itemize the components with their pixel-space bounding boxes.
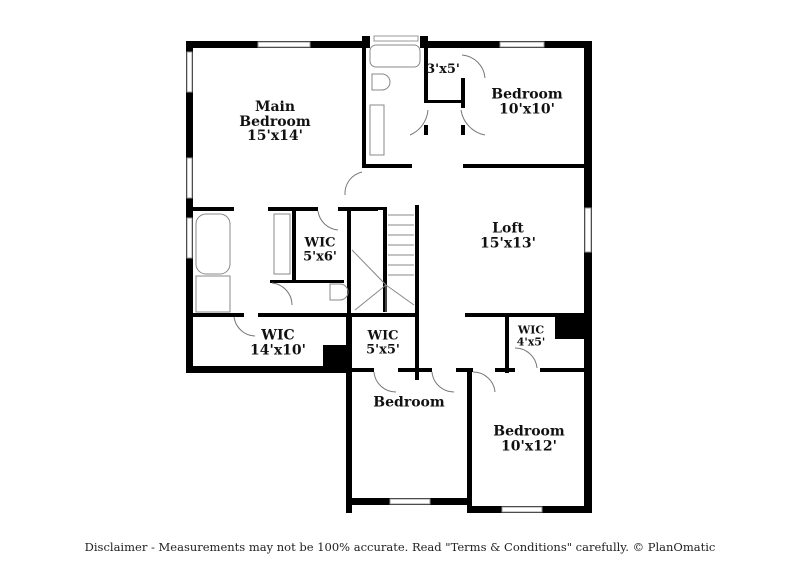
bathtub (369, 44, 421, 68)
room-dims: 15'x13' (480, 235, 536, 251)
room-label-bedroom-3: Bedroom 10'x12' (493, 424, 564, 453)
room-dims: 5'x6' (303, 249, 337, 264)
room-name: Main (254, 98, 296, 115)
room-label-bedroom-2: Bedroom (373, 394, 445, 411)
room-label-main-bedroom: Main Bedroom 15'x14' (239, 100, 310, 144)
room-label-bedroom-1: Bedroom 10'x10' (491, 87, 562, 116)
toilet (371, 73, 391, 91)
room-name: Loft (492, 220, 524, 237)
room-label-wic-5x6: WIC 5'x6' (303, 236, 337, 263)
room-name: Bedroom (493, 423, 565, 440)
room-name: WIC (517, 323, 545, 337)
room-label-closet-3x5: 3'x5' (426, 63, 460, 77)
windows (186, 35, 592, 513)
room-label-wic-14x10: WIC 14'x10' (250, 328, 306, 357)
room-dims: 10'x12' (501, 438, 557, 454)
shower (195, 275, 231, 313)
room-name: Bedroom (239, 113, 311, 130)
vanity (369, 104, 385, 156)
room-dims: 15'x14' (247, 128, 303, 145)
room-label-loft: Loft 15'x13' (480, 221, 536, 250)
room-dims: 3'x5' (426, 62, 460, 78)
fixtures (195, 44, 421, 313)
room-name: Bedroom (491, 86, 563, 103)
room-label-wic-4x5: WIC 4'x5' (517, 324, 546, 347)
room-dims: 14'x10' (250, 342, 306, 358)
room-dims: 5'x5' (366, 342, 400, 357)
tub (195, 213, 231, 275)
doors (233, 54, 538, 393)
room-name: WIC (367, 328, 399, 344)
room-label-wic-5x5: WIC 5'x5' (366, 329, 400, 356)
room-name: WIC (304, 235, 336, 251)
disclaimer: Disclaimer - Measurements may not be 100… (84, 540, 716, 554)
stairs (351, 214, 415, 312)
room-name: WIC (261, 327, 295, 344)
room-dims: 10'x10' (499, 101, 555, 117)
room-dims: 4'x5' (516, 335, 546, 348)
room-name: Bedroom (373, 394, 445, 411)
toilet-2 (329, 283, 349, 301)
double-vanity (273, 213, 291, 275)
